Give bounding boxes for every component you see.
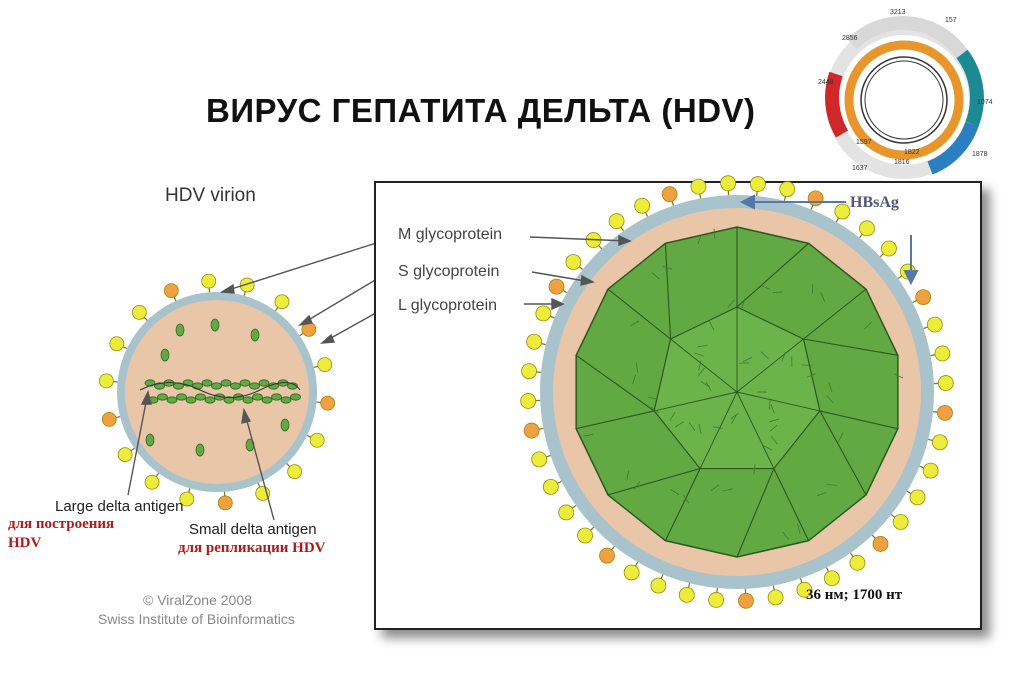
s-glycoprotein — [566, 255, 581, 270]
s-glycoprotein — [923, 463, 938, 478]
s-glycoprotein — [768, 590, 783, 605]
credit-line1: © ViralZone 2008 — [143, 592, 252, 608]
map-number: 2856 — [842, 35, 858, 42]
s-glycoprotein — [927, 317, 942, 332]
s-glycoprotein-label: S glycoprotein — [398, 263, 499, 281]
s-glycoprotein — [543, 479, 558, 494]
s-glycoprotein — [938, 376, 953, 391]
s-glycoprotein — [635, 198, 650, 213]
credit-line2: Swiss Institute of Bioinformatics — [98, 611, 295, 627]
large-delta-antigen-label: Large delta antigen — [55, 498, 183, 515]
s-glycoprotein — [910, 490, 925, 505]
l-glycoprotein — [524, 423, 539, 438]
s-glycoprotein — [881, 241, 896, 256]
s-glycoprotein — [893, 514, 908, 529]
s-glycoprotein — [935, 346, 950, 361]
s-glycoprotein — [709, 592, 724, 607]
map-number: 3213 — [890, 9, 906, 16]
s-glycoprotein — [521, 393, 536, 408]
s-glycoprotein — [578, 528, 593, 543]
s-glycoprotein — [532, 452, 547, 467]
s-glycoprotein — [651, 578, 666, 593]
s-glycoprotein — [721, 176, 736, 191]
s-glycoprotein — [932, 435, 947, 450]
map-number: 2448 — [818, 79, 834, 86]
l-glycoprotein — [808, 191, 823, 206]
s-glycoprotein — [624, 565, 639, 580]
map-number: 157 — [945, 17, 957, 24]
map-number: 1822 — [904, 149, 920, 156]
genome-map: 3213 157 2856 2448 1878 1822 1816 1637 1… — [812, 4, 1002, 184]
s-glycoprotein — [824, 571, 839, 586]
m-glycoprotein-label: M glycoprotein — [398, 226, 502, 244]
s-glycoprotein — [691, 179, 706, 194]
genome-inner-ring-2 — [865, 61, 943, 139]
map-number: 1878 — [972, 151, 988, 158]
l-glycoprotein-label: L glycoprotein — [398, 297, 497, 315]
map-number: 1597 — [856, 139, 872, 146]
small-delta-antigen-label: Small delta antigen — [189, 521, 317, 538]
map-number: 1637 — [852, 165, 868, 172]
s-glycoprotein — [522, 364, 537, 379]
s-glycoprotein — [609, 214, 624, 229]
l-glycoprotein — [662, 187, 677, 202]
genome-inner-ring — [861, 57, 947, 143]
l-glycoprotein — [873, 536, 888, 551]
l-glycoprotein — [738, 593, 753, 608]
l-glycoprotein — [600, 548, 615, 563]
s-glycoprotein — [780, 182, 795, 197]
size-label: 36 нм; 1700 нт — [806, 587, 902, 604]
map-number: 1816 — [894, 159, 910, 166]
l-glycoprotein — [916, 290, 931, 305]
s-glycoprotein — [835, 204, 850, 219]
hbsag-label: HBsAg — [850, 194, 899, 212]
small-antigen-note: для репликации HDV — [178, 540, 326, 557]
l-glycoprotein — [937, 405, 952, 420]
s-glycoprotein — [850, 555, 865, 570]
s-glycoprotein — [679, 587, 694, 602]
s-glycoprotein — [559, 505, 574, 520]
s-glycoprotein — [859, 221, 874, 236]
s-glycoprotein — [536, 306, 551, 321]
s-glycoprotein — [750, 177, 765, 192]
large-antigen-note-line1: для построения — [8, 516, 114, 533]
large-antigen-note-line2: HDV — [8, 535, 41, 552]
s-glycoprotein — [527, 334, 542, 349]
map-number: 1074 — [977, 99, 993, 106]
l-glycoprotein — [549, 279, 564, 294]
preS1-segment — [962, 54, 977, 124]
